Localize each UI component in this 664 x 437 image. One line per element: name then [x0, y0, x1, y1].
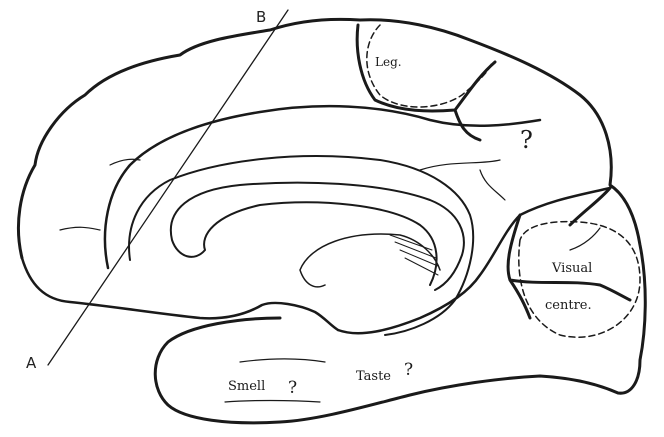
label-parietal-query: ?: [520, 126, 533, 154]
label-centre: centre.: [545, 298, 592, 313]
label-leg: Leg.: [375, 55, 402, 69]
cingulate-sulcus: [103, 104, 542, 270]
frontal-lower-edge: [20, 256, 340, 332]
brain-outline: [16, 17, 647, 425]
septum-hatch: [389, 234, 439, 276]
label-smell-query: ?: [288, 378, 297, 398]
section-line-ab: [47, 9, 289, 366]
temporal-upper-edge: [336, 186, 612, 335]
label-taste-query: ?: [404, 360, 413, 380]
label-taste: Taste: [356, 369, 391, 384]
label-a: A: [26, 354, 37, 372]
parieto-occipital-sulcus: [453, 108, 632, 320]
callosal-sulcus: [128, 155, 475, 336]
label-b: B: [256, 8, 266, 26]
minor-sulci: [59, 158, 601, 403]
label-smell: Smell: [228, 379, 265, 394]
leg-centre-boundary: [366, 24, 493, 108]
corpus-callosum: [169, 181, 465, 291]
fornix: [299, 233, 441, 288]
visual-centre-boundary: [518, 220, 641, 338]
label-visual: Visual: [551, 261, 592, 276]
